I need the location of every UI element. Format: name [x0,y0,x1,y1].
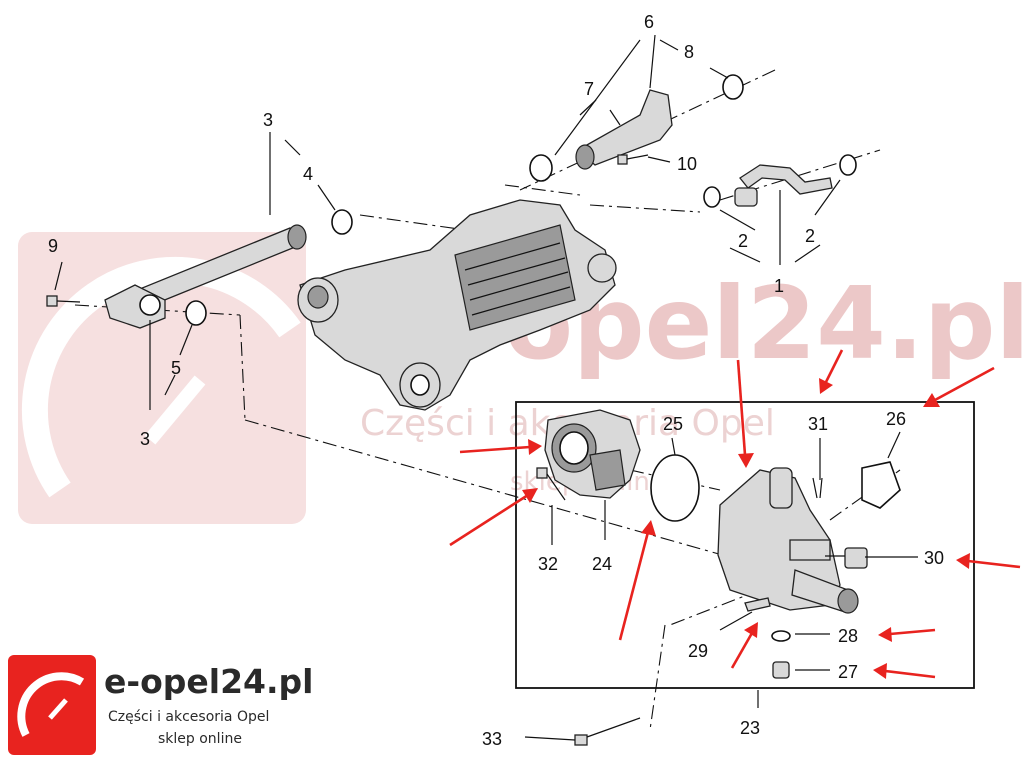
o-ring-7 [529,154,553,182]
callout-27: 27 [838,662,858,682]
shop-logo: e-opel24.pl Części i akcesoria Opel skle… [8,655,313,755]
o-ring-4 [331,209,353,235]
thermostat-24 [544,409,641,499]
callout-23: 23 [740,718,760,738]
callout-2b: 2 [805,226,815,246]
arrow-to-29 [730,622,758,669]
hose-1 [734,164,833,207]
clip-31 [812,477,823,499]
callout-4: 4 [303,164,313,184]
watermark-gauge-icon [21,256,301,498]
callout-26: 26 [886,409,906,429]
callout-9: 9 [48,236,58,256]
o-ring-5 [185,300,207,326]
bolt-33 [574,717,641,746]
arrow-to-28 [878,627,936,642]
arrow-to-25 [618,520,656,641]
o-ring-2b [839,154,857,176]
callout-2a: 2 [738,231,748,251]
callout-32: 32 [538,554,558,574]
arrow-to-26 [923,366,995,407]
pipe-6 [575,89,673,170]
callout-3a: 3 [263,110,273,130]
bolt-9 [46,295,81,307]
callout-33: 33 [482,729,502,749]
clip-29 [744,597,771,612]
plug-27 [772,661,790,679]
gasket-25 [650,454,700,522]
arrow-to-31 [819,349,844,394]
leader-lines [54,34,918,741]
thermostat-kit-box [515,401,975,689]
red-arrows [449,349,1021,679]
logo-subtitle: Części i akcesoria Opel [108,709,269,725]
arrow-to-body [736,359,754,468]
logo-tagline: sklep online [158,731,242,747]
callout-28: 28 [838,626,858,646]
callout-6: 6 [644,12,654,32]
callout-1: 1 [774,276,784,296]
oil-cooler-housing [297,199,617,411]
callout-25: 25 [663,414,683,434]
callout-5: 5 [171,358,181,378]
callout-31: 31 [808,414,828,434]
arrow-to-24 [459,439,542,455]
arrow-to-27 [873,663,936,679]
o-ring-8 [722,74,744,100]
gasket-26 [861,461,901,509]
bolt-10 [617,154,649,165]
o-ring-2a [703,186,721,208]
callout-29: 29 [688,641,708,661]
arrow-to-30 [956,553,1021,569]
pipe-3 [104,224,307,329]
callout-24: 24 [592,554,612,574]
seal-28 [771,630,791,642]
speedometer-icon [17,672,85,737]
callout-10: 10 [677,154,697,174]
sensor-30 [825,547,868,569]
bolt-32 [536,467,566,501]
logo-title: e-opel24.pl [104,662,313,701]
callout-7: 7 [584,79,594,99]
arrow-to-32 [449,488,538,547]
callouts: 1 2 2 3 3 4 5 6 7 8 9 10 23 24 25 26 27 … [48,12,944,749]
callout-8: 8 [684,42,694,62]
callout-3b: 3 [140,429,150,449]
callout-30: 30 [924,548,944,568]
thermostat-housing-body [717,467,859,614]
